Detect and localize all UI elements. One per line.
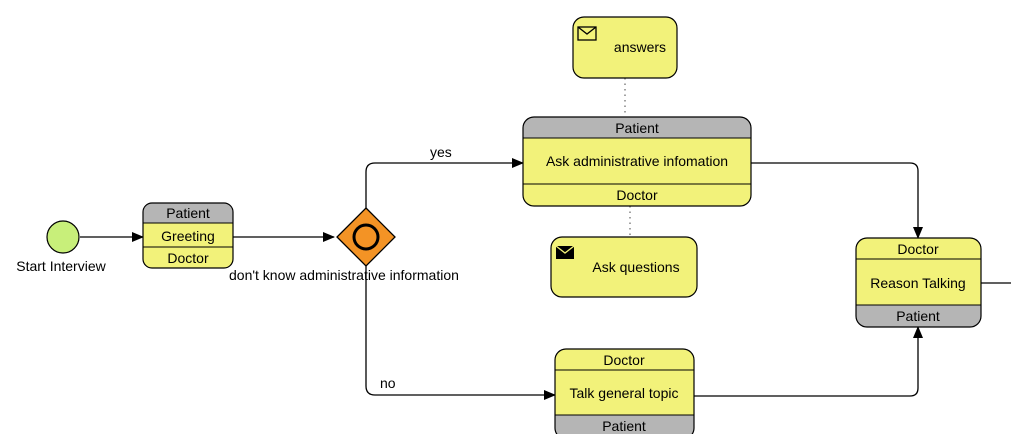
talk-general-top-participant: Doctor xyxy=(603,352,645,368)
flow-label-no: no xyxy=(380,375,396,391)
gateway-label: don't know administrative information xyxy=(229,267,459,283)
answers-label: answers xyxy=(614,39,666,55)
ask-admin-top-participant: Patient xyxy=(615,120,659,136)
message-ask-questions[interactable]: Ask questions xyxy=(550,236,698,298)
ask-admin-task-name: Ask administrative infomation xyxy=(546,153,728,169)
task-greeting[interactable]: Patient Greeting Doctor xyxy=(142,202,234,269)
start-event[interactable] xyxy=(46,220,80,254)
talk-general-task-name: Talk general topic xyxy=(570,385,679,401)
flow-gateway-no[interactable] xyxy=(365,266,556,400)
envelope-filled-icon xyxy=(555,245,575,259)
message-associations xyxy=(624,78,631,237)
flow-gateway-yes[interactable] xyxy=(365,158,524,208)
start-event-label: Start Interview xyxy=(16,258,106,274)
reason-top-participant: Doctor xyxy=(897,241,939,257)
task-reason-talking[interactable]: Doctor Reason Talking Patient xyxy=(855,237,982,328)
sequence-flows xyxy=(80,158,1011,400)
task-ask-administrative[interactable]: Patient Ask administrative infomation Do… xyxy=(522,116,752,207)
greeting-top-participant: Patient xyxy=(166,205,210,221)
ask-admin-bottom-participant: Doctor xyxy=(616,187,658,203)
task-talk-general[interactable]: Doctor Talk general topic Patient xyxy=(554,348,695,434)
greeting-task-name: Greeting xyxy=(161,228,215,244)
envelope-outline-icon xyxy=(577,26,597,41)
flow-talk-to-reason[interactable] xyxy=(694,326,923,397)
message-answers[interactable]: answers xyxy=(572,16,678,79)
event-gateway-icon[interactable] xyxy=(336,207,396,267)
reason-bottom-participant: Patient xyxy=(896,308,940,324)
greeting-bottom-participant: Doctor xyxy=(167,250,209,266)
flow-label-yes: yes xyxy=(430,144,452,160)
talk-general-bottom-participant: Patient xyxy=(602,418,646,434)
flow-ask-to-reason[interactable] xyxy=(751,162,923,239)
ask-questions-label: Ask questions xyxy=(592,259,679,275)
reason-task-name: Reason Talking xyxy=(870,275,965,291)
